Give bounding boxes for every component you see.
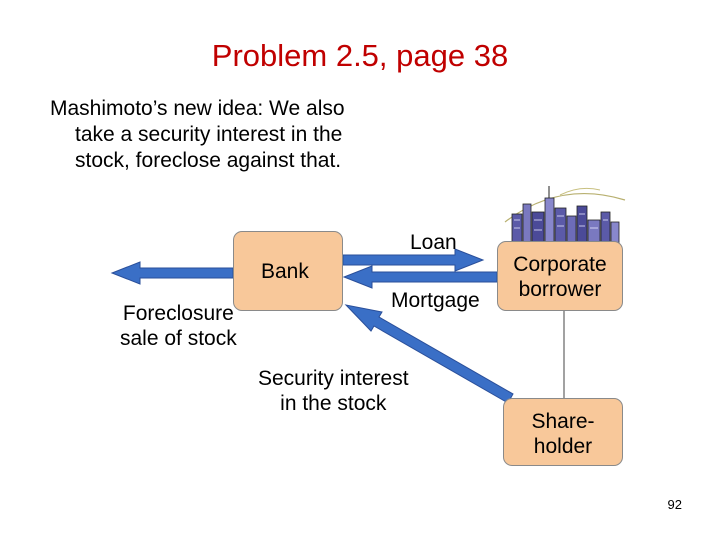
bank-label: Bank: [261, 260, 309, 283]
body-line-2: take a security interest in the: [75, 123, 343, 146]
loan-label: Loan: [410, 231, 457, 254]
foreclosure-label: Foreclosure sale of stock: [120, 301, 237, 351]
page-number: 92: [667, 497, 682, 512]
mortgage-label: Mortgage: [391, 289, 480, 312]
foreclosure-arrow: [110, 261, 234, 285]
city-skyline-icon: [504, 186, 626, 245]
slide-body-text: Mashimoto’s new idea: We also take a sec…: [50, 96, 410, 174]
shareholder-box: [503, 398, 623, 466]
foreclosure-label-line-1: Foreclosure: [122, 302, 234, 325]
security-label-line-2: in the stock: [280, 392, 387, 415]
corporate-label-line-2: borrower: [518, 278, 602, 301]
mortgage-arrow: [342, 265, 498, 289]
shareholder-label-line-1: Share-: [531, 410, 595, 433]
security-interest-label: Security interest in the stock: [258, 366, 409, 416]
foreclosure-label-line-2: sale of stock: [120, 327, 237, 350]
shareholder-label: Share- holder: [503, 409, 623, 459]
loan-arrow: [342, 248, 485, 272]
security-label-line-1: Security interest: [258, 367, 409, 390]
corporate-borrower-label: Corporate borrower: [500, 252, 620, 302]
body-line-3: stock, foreclose against that.: [75, 149, 342, 172]
security-interest-arrow: [344, 304, 514, 404]
shareholder-label-line-2: holder: [533, 435, 593, 458]
body-line-1: Mashimoto’s new idea: We also: [50, 97, 345, 120]
corporate-borrower-box: [497, 241, 623, 311]
corporate-label-line-1: Corporate: [513, 253, 607, 276]
slide-title: Problem 2.5, page 38: [211, 38, 509, 73]
bank-box: [233, 231, 343, 311]
